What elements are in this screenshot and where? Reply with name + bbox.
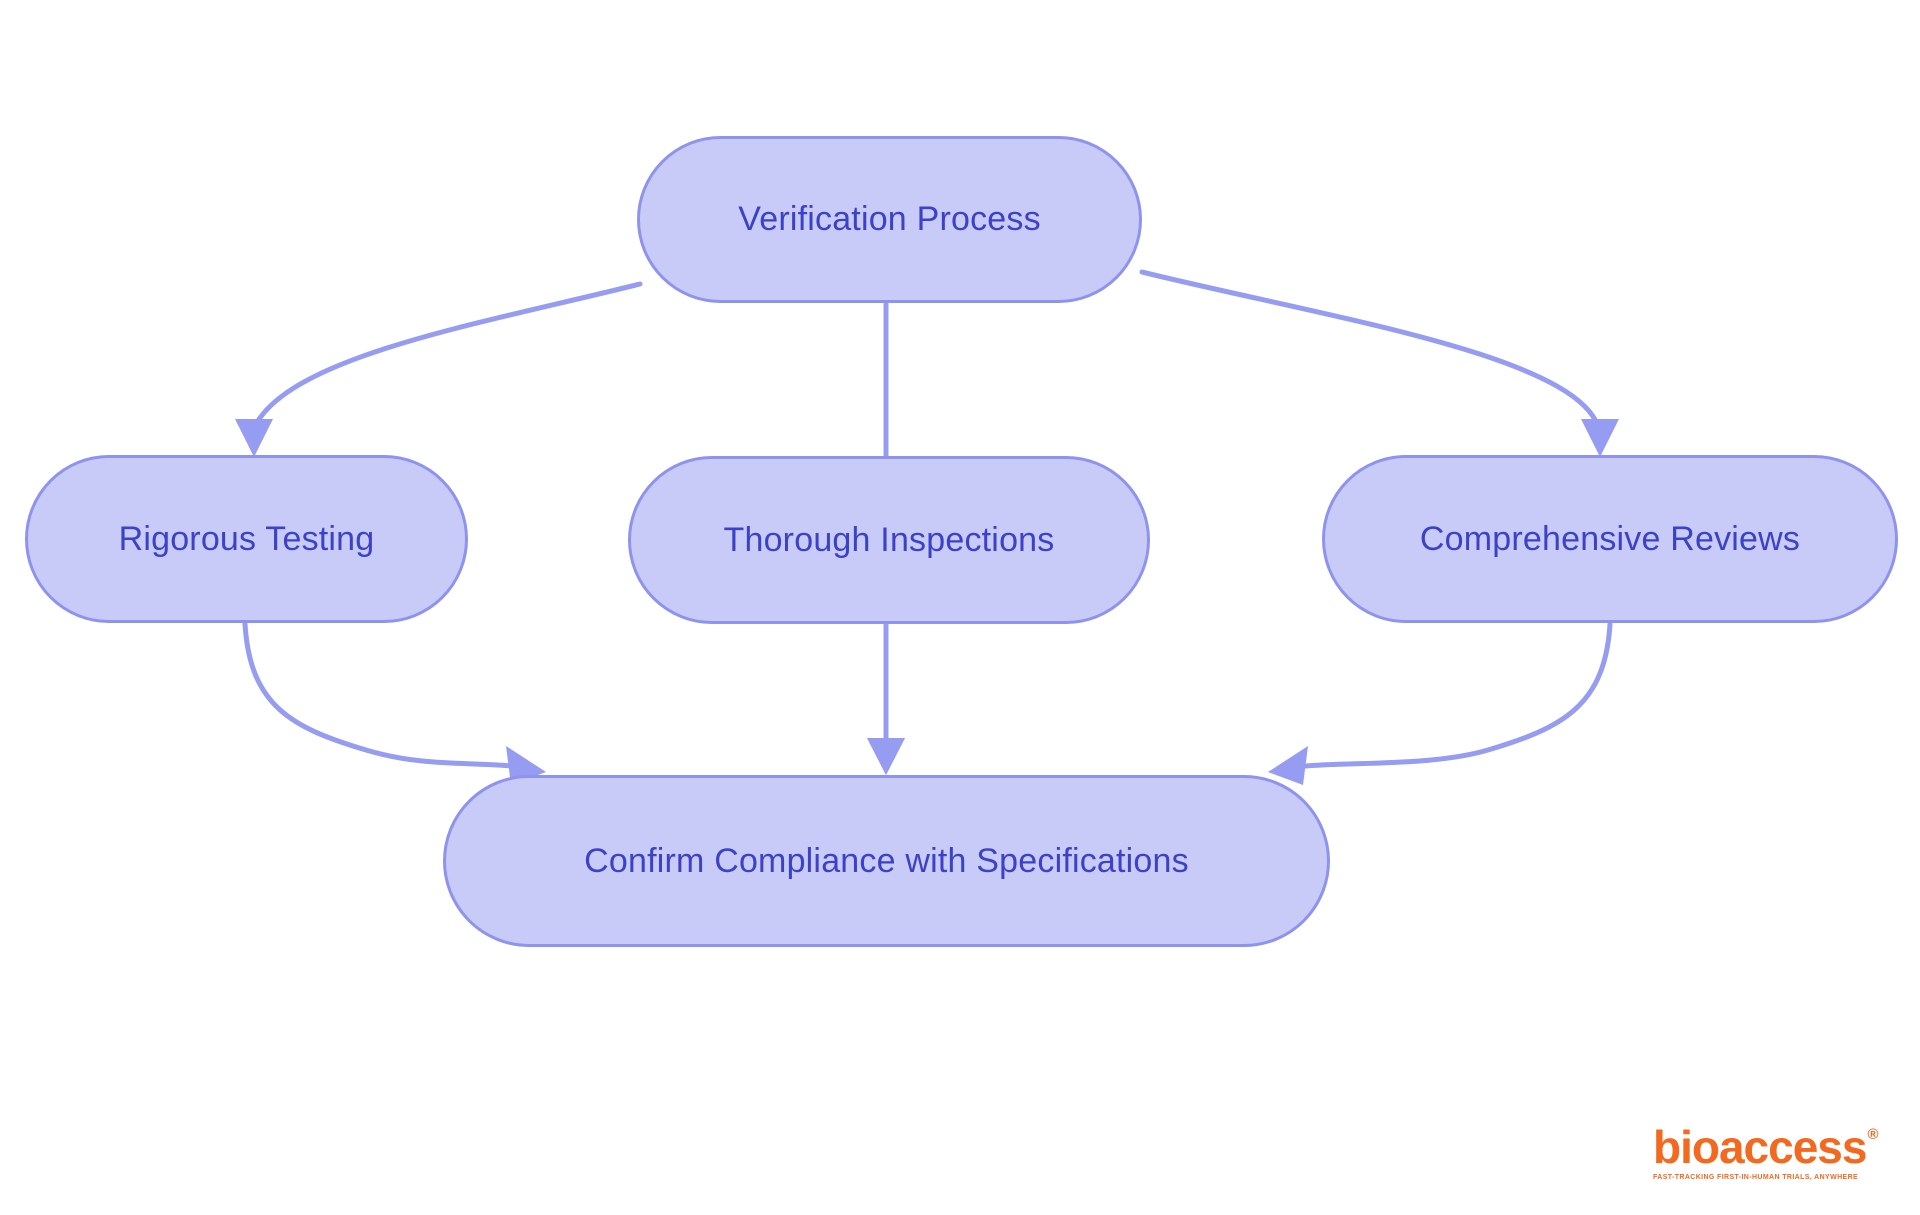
arrowhead-down-icon — [235, 419, 273, 457]
edge-comprehensive-to-confirm — [1268, 621, 1613, 785]
edge-verification-to-rigorous — [235, 281, 643, 457]
node-label: Confirm Compliance with Specifications — [584, 841, 1189, 880]
logo-wordmark-row: bioaccess® — [1653, 1124, 1879, 1170]
logo-wordmark: bioaccess — [1653, 1121, 1867, 1173]
edge-line — [242, 621, 515, 769]
edge-rigorous-to-confirm — [242, 621, 546, 785]
arrowhead-left-icon — [1268, 746, 1308, 785]
node-thorough-inspections: Thorough Inspections — [628, 456, 1150, 624]
node-rigorous-testing: Rigorous Testing — [25, 455, 468, 623]
registered-trademark-icon: ® — [1867, 1126, 1879, 1143]
edge-verification-to-comprehensive — [1139, 269, 1619, 457]
node-label: Thorough Inspections — [723, 520, 1055, 559]
node-comprehensive-reviews: Comprehensive Reviews — [1322, 455, 1898, 623]
node-confirm-compliance: Confirm Compliance with Specifications — [443, 775, 1330, 947]
logo-tagline: FAST-TRACKING FIRST-IN-HUMAN TRIALS, ANY… — [1653, 1174, 1859, 1181]
edge-line — [251, 281, 643, 431]
bioaccess-logo: bioaccess® FAST-TRACKING FIRST-IN-HUMAN … — [1653, 1124, 1879, 1181]
arrowhead-down-icon — [867, 738, 905, 775]
node-label: Verification Process — [738, 200, 1041, 238]
edge-line — [1139, 269, 1601, 429]
edge-line — [1303, 621, 1613, 769]
node-label: Rigorous Testing — [118, 519, 375, 558]
edge-thorough-to-confirm — [867, 622, 905, 775]
node-label: Comprehensive Reviews — [1419, 519, 1801, 558]
arrowhead-down-icon — [1581, 419, 1619, 457]
node-verification-process: Verification Process — [637, 136, 1142, 303]
